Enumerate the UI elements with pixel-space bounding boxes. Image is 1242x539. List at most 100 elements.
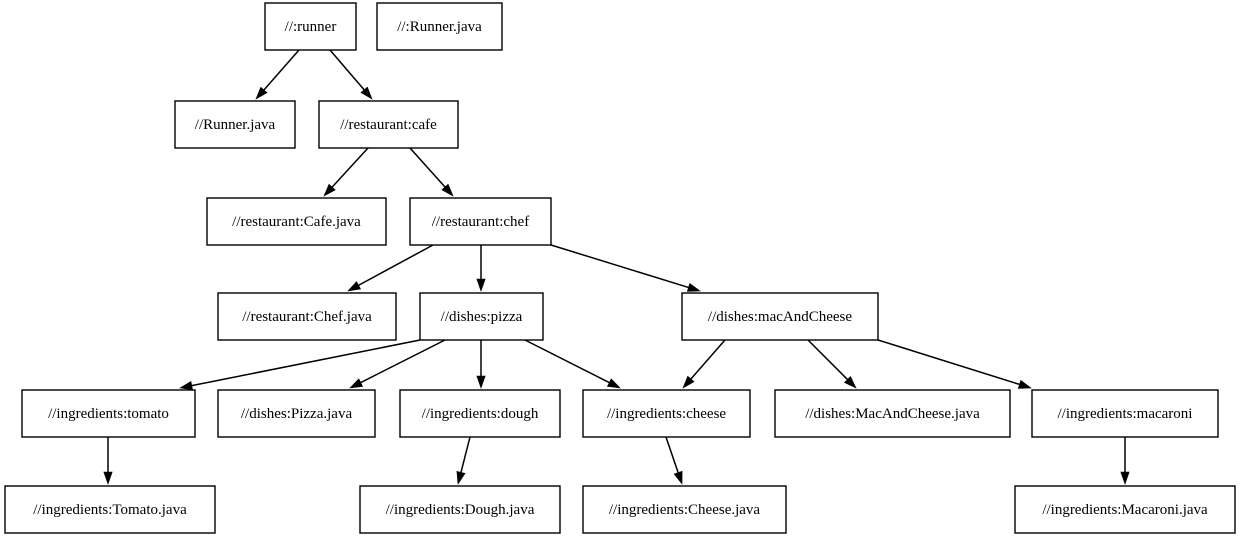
graph-node-restaurant_chef_java[interactable]: //restaurant:Chef.java [217, 292, 397, 341]
node-label: //ingredients:dough [422, 406, 539, 422]
edge-arrowhead-icon [1120, 471, 1130, 485]
graph-node-ing_tomato_java[interactable]: //ingredients:Tomato.java [4, 485, 216, 534]
edge-arrowhead-icon [323, 183, 336, 197]
graph-node-ing_dough[interactable]: //ingredients:dough [399, 389, 561, 438]
node-box[interactable] [1014, 485, 1236, 534]
graph-node-ing_macaroni_java[interactable]: //ingredients:Macaroni.java [1014, 485, 1236, 534]
edge-line [329, 49, 367, 92]
node-label: //ingredients:Cheese.java [609, 502, 761, 518]
graph-node-root_runner_java[interactable]: //:Runner.java [376, 2, 503, 51]
node-label: //:runner [285, 19, 337, 35]
graph-node-ing_cheese_java[interactable]: //ingredients:Cheese.java [582, 485, 787, 534]
node-label: //ingredients:Macaroni.java [1042, 502, 1208, 518]
node-box[interactable] [582, 389, 751, 438]
graph-node-ing_macaroni[interactable]: //ingredients:macaroni [1031, 389, 1219, 438]
graph-edge [807, 339, 857, 389]
node-box[interactable] [582, 485, 787, 534]
graph-edge [682, 339, 726, 389]
graph-node-ing_tomato[interactable]: //ingredients:tomato [21, 389, 196, 438]
edge-arrowhead-icon [456, 470, 466, 485]
graph-edge [103, 437, 113, 485]
node-box[interactable] [399, 389, 561, 438]
node-box[interactable] [774, 389, 1011, 438]
node-label: //Runner.java [195, 117, 276, 133]
graph-node-runner_java[interactable]: //Runner.java [174, 100, 296, 149]
node-box[interactable] [318, 100, 459, 149]
graph-edge [179, 339, 421, 391]
graph-edge [1120, 437, 1130, 485]
node-box[interactable] [1031, 389, 1219, 438]
node-box[interactable] [409, 197, 552, 246]
graph-edge [665, 436, 683, 485]
graph-edge [349, 339, 446, 389]
graph-node-dishes_mac_java[interactable]: //dishes:MacAndCheese.java [774, 389, 1011, 438]
node-box[interactable] [376, 2, 503, 51]
node-layer: //:runner //:Runner.java //Runner.java //re… [4, 2, 1236, 534]
graph-edge [323, 147, 369, 197]
edge-line [330, 147, 369, 190]
edge-arrowhead-icon [347, 281, 362, 292]
edge-line [459, 436, 471, 475]
graph-edge [476, 245, 486, 292]
graph-node-ing_cheese[interactable]: //ingredients:cheese [582, 389, 751, 438]
edge-line [358, 339, 446, 385]
node-box[interactable] [217, 292, 397, 341]
node-label: //dishes:macAndCheese [708, 309, 852, 325]
edge-line [262, 49, 300, 92]
edge-arrowhead-icon [673, 470, 683, 485]
graph-node-dishes_pizza_java[interactable]: //dishes:Pizza.java [217, 389, 376, 438]
edge-layer [103, 49, 1130, 485]
graph-edge [550, 244, 701, 292]
node-label: //ingredients:Tomato.java [33, 502, 187, 518]
graph-edge [877, 339, 1032, 389]
node-label: //dishes:MacAndCheese.java [805, 406, 980, 422]
node-label: //dishes:Pizza.java [241, 406, 353, 422]
node-box[interactable] [4, 485, 216, 534]
edge-arrowhead-icon [682, 375, 695, 389]
edge-arrowhead-icon [686, 282, 701, 292]
node-label: //ingredients:macaroni [1058, 406, 1193, 422]
node-box[interactable] [21, 389, 196, 438]
graph-edge [524, 339, 621, 389]
node-box[interactable] [206, 197, 387, 246]
graph-node-dishes_mac[interactable]: //dishes:macAndCheese [681, 292, 879, 341]
graph-edge [456, 436, 471, 485]
node-label: //dishes:pizza [441, 309, 523, 325]
node-box[interactable] [681, 292, 879, 341]
node-box[interactable] [217, 389, 376, 438]
node-box[interactable] [359, 485, 561, 534]
node-label: //ingredients:Dough.java [386, 502, 535, 518]
edge-line [807, 339, 850, 382]
node-label: //ingredients:cheese [607, 406, 726, 422]
edge-line [409, 147, 447, 190]
node-label: //restaurant:Cafe.java [232, 214, 361, 230]
edge-arrowhead-icon [349, 378, 364, 389]
edge-line [189, 339, 421, 387]
graph-node-restaurant_chef[interactable]: //restaurant:chef [409, 197, 552, 246]
graph-node-dishes_pizza[interactable]: //dishes:pizza [419, 292, 544, 341]
graph-node-runner[interactable]: //:runner [264, 2, 357, 51]
graph-node-restaurant_cafe_java[interactable]: //restaurant:Cafe.java [206, 197, 387, 246]
graph-edge [409, 147, 454, 197]
edge-arrowhead-icon [103, 471, 113, 485]
node-label: //restaurant:Chef.java [242, 309, 372, 325]
edge-arrowhead-icon [360, 86, 373, 100]
edge-arrowhead-icon [606, 378, 621, 389]
edge-arrowhead-icon [1017, 379, 1032, 389]
edge-arrowhead-icon [476, 375, 486, 389]
graph-edge [347, 244, 434, 292]
graph-edge [255, 49, 300, 100]
graph-node-restaurant_cafe[interactable]: //restaurant:cafe [318, 100, 459, 149]
edge-line [524, 339, 612, 385]
edge-line [689, 339, 726, 381]
edge-arrowhead-icon [844, 376, 857, 389]
node-label: //ingredients:tomato [48, 406, 169, 422]
node-box[interactable] [174, 100, 296, 149]
graph-node-ing_dough_java[interactable]: //ingredients:Dough.java [359, 485, 561, 534]
node-box[interactable] [264, 2, 357, 51]
edge-arrowhead-icon [255, 86, 268, 100]
graph-edge [476, 340, 486, 389]
edge-line [665, 436, 680, 475]
node-box[interactable] [419, 292, 544, 341]
